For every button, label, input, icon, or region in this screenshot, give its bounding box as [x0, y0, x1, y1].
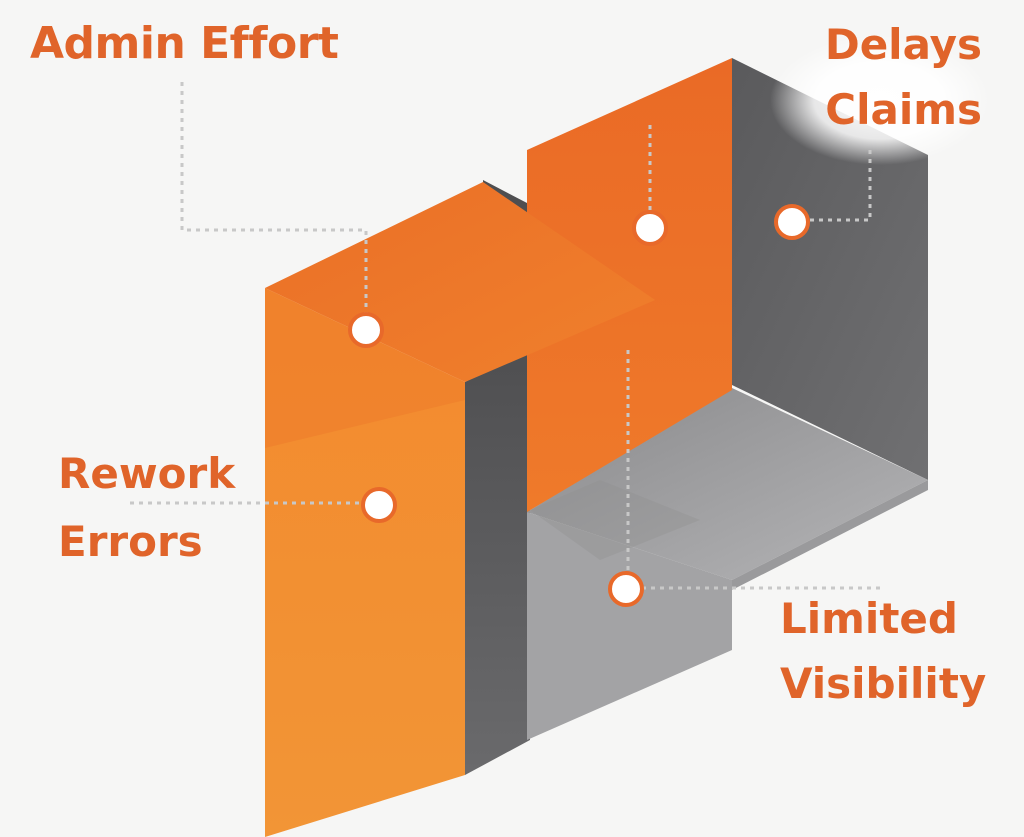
markers [348, 204, 810, 607]
marker-back-block [632, 210, 668, 246]
label-claims-line: Claims [825, 85, 982, 135]
label-admin-effort: Admin Effort [30, 18, 339, 69]
lower-right-gray-face [732, 480, 928, 590]
label-limited-line: Limited [780, 594, 958, 643]
front-face-shade [265, 288, 465, 448]
marker-delays-claims [774, 204, 810, 240]
marker-limited-visibility [608, 571, 644, 607]
front-orange-face [265, 288, 465, 837]
label-delays-line: Delays [824, 20, 982, 69]
lower-gray-face [527, 512, 732, 740]
label-rework-line: Rework [58, 449, 236, 498]
label-errors-line: Errors [58, 517, 203, 567]
highlight-glow [770, 35, 990, 165]
label-visibility-line: Visibility [780, 659, 987, 709]
leader-admin-effort [180, 82, 368, 330]
marker-admin-effort [348, 312, 384, 348]
floor-shadow [530, 480, 700, 560]
label-delays-claims: Delays Claims [825, 12, 982, 142]
label-limited-visibility: Limited Visibility [780, 586, 986, 716]
label-rework-errors: Rework Errors [58, 440, 235, 576]
marker-rework-errors [361, 487, 397, 523]
rear-inner-wall [465, 348, 530, 775]
